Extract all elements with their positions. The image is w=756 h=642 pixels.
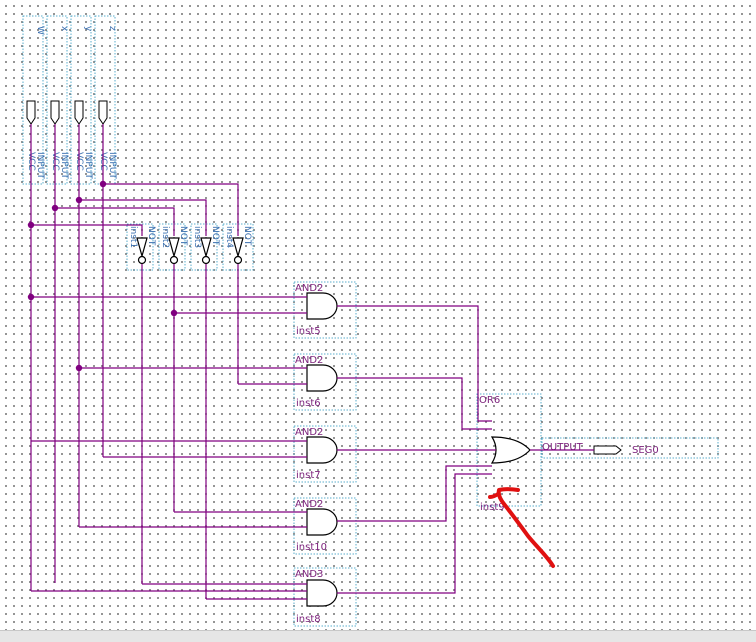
not-gate-inst2[interactable]: inst2 NOT [158,223,188,271]
horizontal-scrollbar[interactable] [0,630,756,642]
gate-inst-label: inst6 [296,398,321,409]
type-label: NOT [210,226,220,246]
and-gate-inst6[interactable]: AND2 inst6 [293,353,357,411]
input-pin-shape [26,100,36,125]
pin-type-label: OUTPUT [542,442,584,453]
wire-network [27,124,594,600]
input-pin-shape [98,100,108,125]
gate-type-label: AND3 [295,569,323,580]
and-gate-inst5[interactable]: AND2 inst5 [293,281,357,339]
input-pin-z[interactable]: z VCC INPUT [94,15,117,185]
gate-inst-label: inst5 [296,326,321,337]
inst-label: inst3 [192,226,202,248]
and-gate-inst7[interactable]: AND2 inst7 [293,425,357,483]
gate-type-label: AND2 [295,355,323,366]
inst-label: inst2 [160,226,170,248]
output-name-label: SEG0 [632,445,659,456]
input-name-label: W [35,26,45,35]
or-gate-inst9[interactable]: OR6 inst9 [476,393,542,513]
output-pin-seg0[interactable]: OUTPUT SEG0 [541,437,719,459]
gate-type-label: OR6 [479,395,500,406]
input-pin-x[interactable]: x VCC INPUT [46,15,69,185]
type-label: NOT [146,226,156,246]
input-pin-w[interactable]: W VCC INPUT [22,15,45,185]
gate-type-label: AND2 [295,499,323,510]
type-label: NOT [242,226,252,246]
and-gate-inst8[interactable]: AND3 inst8 [293,567,357,627]
pin-type-label: INPUT [59,152,69,179]
input-name-label: y [83,26,93,32]
not-gate-inst1[interactable]: inst1 NOT [126,223,156,271]
input-pin-shape [74,100,84,125]
gate-inst-label: inst8 [296,614,321,625]
input-pin-shape [50,100,60,125]
input-name-label: x [59,26,69,32]
gate-inst-label: inst7 [296,470,321,481]
gate-inst-label: inst9 [480,502,505,513]
red-arrow-annotation [488,487,555,568]
type-label: NOT [178,226,188,246]
pin-type-label: INPUT [83,152,93,179]
gate-type-label: AND2 [295,427,323,438]
pin-type-label: INPUT [107,152,117,179]
gate-inst-label: inst10 [296,542,327,553]
gate-type-label: AND2 [295,283,323,294]
input-pin-y[interactable]: y VCC INPUT [70,15,93,185]
input-name-label: z [107,26,117,31]
and-gate-inst10[interactable]: AND2 inst10 [293,497,357,555]
inst-label: inst4 [224,226,234,248]
inst-label: inst1 [128,226,138,248]
output-pin-shape [593,445,622,455]
pin-type-label: INPUT [35,152,45,179]
not-gate-inst3[interactable]: inst3 NOT [190,223,220,271]
